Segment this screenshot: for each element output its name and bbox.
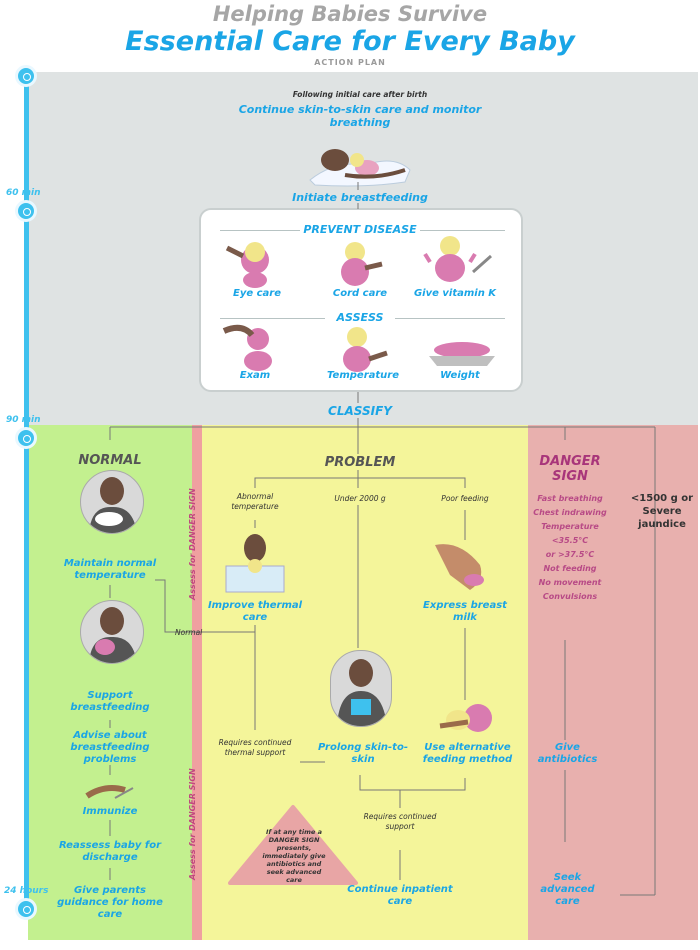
reassess-text: Reassess baby for discharge	[58, 840, 162, 863]
header-title-main: Essential Care for Every Baby	[125, 26, 575, 57]
divider	[395, 318, 505, 319]
clock-icon-90	[15, 427, 37, 449]
clock-icon-60	[15, 200, 37, 222]
header-title-top: Helping Babies Survive	[212, 2, 488, 26]
express-milk-illustration	[435, 544, 484, 590]
assess-danger-sign-label-bottom: Assess for DANGER SIGN	[188, 768, 197, 880]
danger-sign-item: Not feeding	[543, 564, 597, 573]
timeline-label-24h: 24 hours	[4, 886, 49, 896]
immunize-text: Immunize	[82, 806, 138, 817]
danger-sign-item: Fast breathing	[537, 494, 603, 503]
skin-to-skin-portrait	[330, 650, 392, 727]
timeline-start-node	[15, 65, 37, 87]
mother-portrait-2	[80, 600, 144, 664]
poor-feeding-text: Poor feeding	[441, 494, 489, 503]
prevent-item-eye-care: Eye care	[232, 288, 281, 299]
timeline-label-60: 60 min	[6, 188, 41, 198]
assess-danger-sign-label-top: Assess for DANGER SIGN	[188, 488, 197, 600]
improve-thermal-care-text: Improve thermal care	[207, 600, 303, 623]
requires-support-text: Requires continued support	[363, 812, 437, 831]
danger-signs-list: Fast breathing Chest indrawing Temperatu…	[530, 492, 610, 604]
header-subtitle: ACTION PLAN	[314, 58, 386, 67]
assess-item-temperature: Temperature	[327, 370, 399, 381]
support-breastfeeding-text: Support breastfeeding	[70, 690, 150, 713]
under-2000-text: Under 2000 g	[334, 494, 386, 503]
prolong-skin-text: Prolong skin-to-skin	[318, 742, 408, 765]
divider	[420, 230, 505, 231]
cord-care-illustration	[341, 242, 383, 286]
timeline-label-90: 90 min	[6, 415, 41, 425]
danger-sign-item: <35.5°C	[551, 536, 589, 545]
problem-heading: PROBLEM	[324, 455, 396, 470]
requires-thermal-text: Requires continued thermal support	[218, 738, 292, 757]
classify-label: CLASSIFY	[328, 404, 392, 418]
continue-inpatient-text: Continue inpatient care	[347, 884, 453, 907]
alternative-feeding-text: Use alternative feeding method	[422, 742, 513, 765]
clock-icon-24h	[15, 898, 37, 920]
assess-item-weight: Weight	[440, 370, 480, 381]
low-weight-jaundice-text: <1500 g or Severe jaundice	[630, 493, 694, 530]
seek-advanced-care-text: Seek advanced care	[540, 872, 595, 907]
prevent-item-cord-care: Cord care	[332, 288, 388, 299]
mother-portrait-1	[80, 470, 144, 534]
abnormal-temperature-text: Abnormal temperature	[231, 492, 279, 511]
danger-zone	[528, 425, 698, 940]
warning-triangle	[228, 805, 358, 885]
timeline-bar	[24, 75, 29, 910]
exam-illustration	[222, 324, 272, 371]
danger-strip	[192, 425, 202, 940]
temperature-illustration	[343, 327, 388, 372]
prevent-disease-title: PREVENT DISEASE	[303, 223, 417, 236]
warning-text: If at any time a DANGER SIGN presents, i…	[262, 828, 326, 884]
express-milk-text: Express breast milk	[423, 600, 507, 623]
following-text: Following initial care after birth	[292, 90, 428, 99]
danger-sign-item: No movement	[538, 578, 602, 587]
give-antibiotics-text: Give antibiotics	[537, 742, 598, 765]
vitamin-k-illustration	[423, 236, 492, 282]
danger-sign-item: Chest indrawing	[533, 508, 607, 517]
alternative-feeding-illustration	[439, 704, 492, 732]
danger-sign-item: Convulsions	[542, 592, 598, 601]
normal-return-label: Normal	[175, 628, 203, 637]
guidance-text: Give parents guidance for home care	[57, 885, 163, 920]
assess-title: ASSESS	[336, 311, 384, 324]
eye-care-illustration	[225, 242, 269, 288]
thermal-care-illustration	[225, 534, 285, 593]
continue-skin-text: Continue skin-to-skin care and monitor b…	[238, 103, 482, 129]
divider	[220, 318, 325, 319]
maintain-temperature-text: Maintain normal temperature	[63, 558, 157, 581]
assess-item-exam: Exam	[239, 370, 271, 381]
immunize-illustration	[85, 785, 134, 799]
initiate-breastfeeding-text: Initiate breastfeeding	[292, 191, 428, 204]
prevent-item-vitamin-k: Give vitamin K	[413, 288, 497, 299]
skin-to-skin-illustration	[309, 149, 411, 187]
advise-text: Advise about breastfeeding problems	[70, 730, 150, 765]
danger-sign-item: or >37.5°C	[545, 550, 595, 559]
danger-sign-heading: DANGER SIGN	[539, 454, 601, 484]
weight-illustration	[429, 342, 495, 366]
normal-heading: NORMAL	[78, 453, 142, 468]
divider	[220, 230, 300, 231]
danger-sign-item: Temperature	[541, 522, 599, 531]
